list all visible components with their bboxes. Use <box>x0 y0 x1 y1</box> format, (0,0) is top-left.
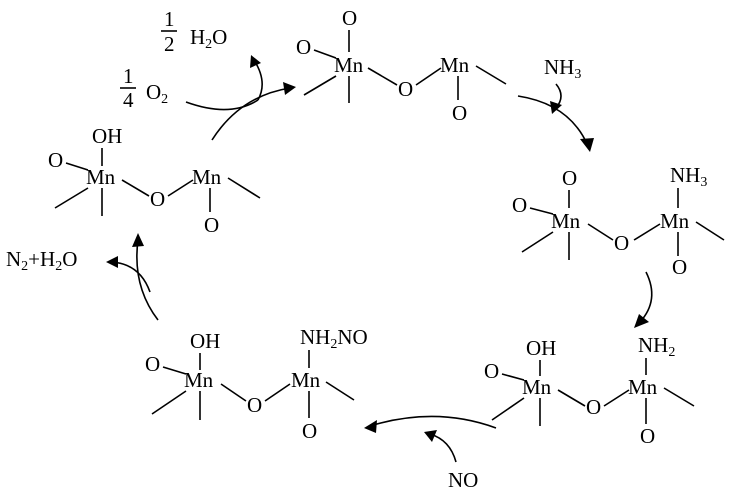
left-o-bottom: O <box>204 213 219 237</box>
species-bottom-left: OH O Mn O Mn O NH2NO <box>145 325 368 443</box>
top-o-side: O <box>296 35 311 59</box>
top-o-bridge: O <box>398 77 413 101</box>
arrows <box>106 55 653 463</box>
o2-label: O2 <box>146 80 168 107</box>
reagent-nh3: NH3 <box>544 55 581 82</box>
bl-o-side: O <box>145 352 160 376</box>
h2o-den: 2 <box>164 32 175 56</box>
left-mn2: Mn <box>192 165 222 189</box>
top-bonds <box>303 30 507 103</box>
top-mn2: Mn <box>440 53 470 77</box>
bl-nh2no: NH2NO <box>300 325 368 352</box>
reagent-quarter-o2: 1 4 O2 <box>120 64 168 112</box>
right-o-side: O <box>512 193 527 217</box>
right-bonds <box>521 188 725 260</box>
species-left: OH O Mn O Mn O <box>48 124 261 237</box>
species-top: O O Mn O Mn O <box>296 6 507 125</box>
arrow-left-to-top <box>185 55 296 141</box>
br-bonds <box>491 358 695 426</box>
arrow-bl-to-left <box>106 233 159 321</box>
top-o-top: O <box>342 6 357 30</box>
product-half-h2o: 1 2 H2O <box>161 7 227 56</box>
arrow-right-to-br <box>634 271 653 328</box>
br-o-side: O <box>484 359 499 383</box>
br-oh: OH <box>526 336 556 360</box>
top-o-bottom: O <box>452 101 467 125</box>
br-mn2: Mn <box>628 375 658 399</box>
h2o-num: 1 <box>164 7 175 31</box>
left-o-side: O <box>48 148 63 172</box>
left-mn: Mn <box>86 165 116 189</box>
br-o-bridge: O <box>586 395 601 419</box>
bl-mn: Mn <box>184 368 214 392</box>
bl-oh: OH <box>190 329 220 353</box>
right-nh3: NH3 <box>670 163 707 190</box>
right-mn2: Mn <box>660 209 690 233</box>
br-mn: Mn <box>522 375 552 399</box>
h2o-label: H2O <box>190 25 227 52</box>
bl-o-bridge: O <box>247 393 262 417</box>
top-mn: Mn <box>334 53 364 77</box>
br-nh2: NH2 <box>638 333 675 360</box>
br-o-bottom: O <box>640 424 655 448</box>
product-n2-h2o: N2+H2O <box>6 247 77 274</box>
left-o-bridge: O <box>150 187 165 211</box>
right-o-top: O <box>562 166 577 190</box>
right-o-bottom: O <box>672 255 687 279</box>
o2-den: 4 <box>123 88 134 112</box>
no-label: NO <box>448 468 478 492</box>
arrow-top-to-right <box>517 83 594 152</box>
reagent-no: NO <box>448 468 478 492</box>
species-bottom-right: OH O Mn O Mn O NH2 <box>484 333 695 448</box>
left-oh: OH <box>92 124 122 148</box>
nh3-label: NH3 <box>544 55 581 82</box>
species-right: O O Mn O Mn O NH3 <box>512 163 725 279</box>
left-bonds <box>54 148 261 216</box>
bl-bonds <box>151 350 355 420</box>
arrow-br-to-bl <box>364 415 497 463</box>
o2-num: 1 <box>123 64 134 88</box>
right-o-bridge: O <box>614 231 629 255</box>
bl-o-bottom: O <box>302 419 317 443</box>
right-mn: Mn <box>551 209 581 233</box>
n2-h2o-label: N2+H2O <box>6 247 77 274</box>
bl-mn2: Mn <box>291 368 321 392</box>
